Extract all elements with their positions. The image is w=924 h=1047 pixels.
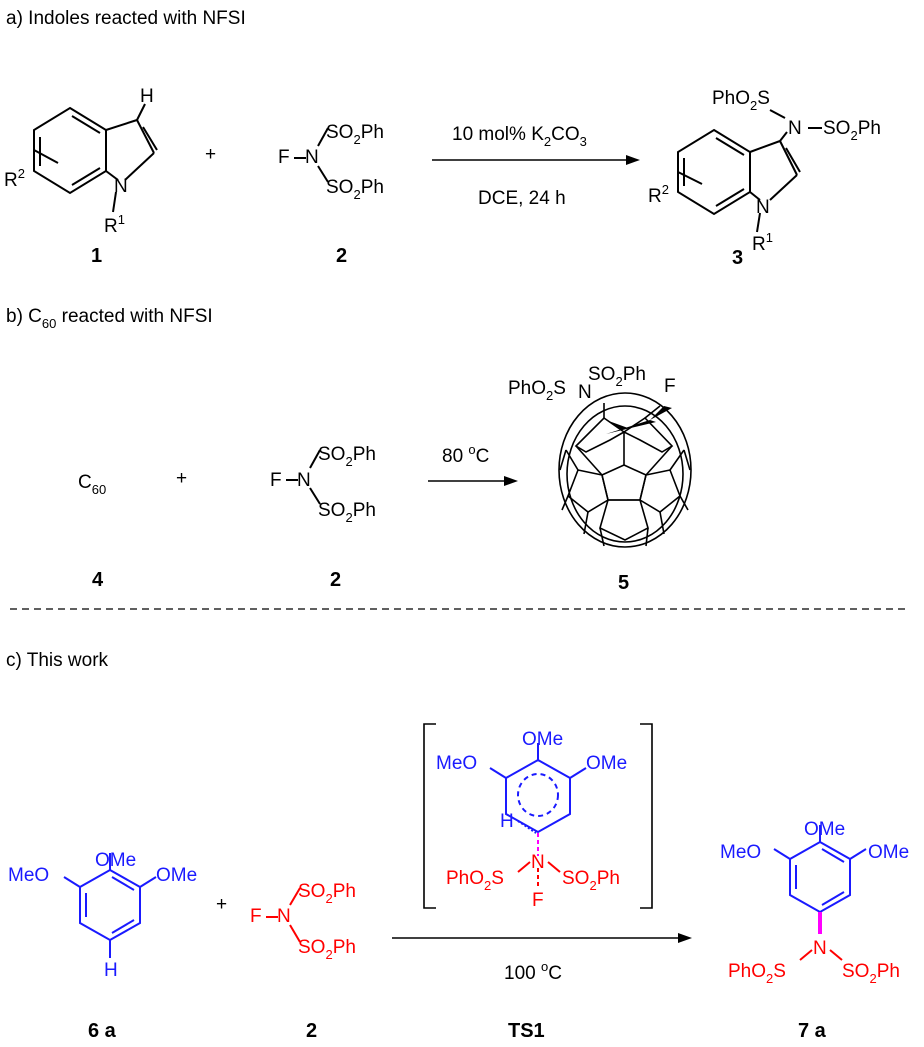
nfsi-2b-f: F	[270, 470, 282, 491]
indole-1-r2: R2	[4, 166, 25, 191]
compound-label-4: 4	[92, 569, 104, 591]
ts1-bonds	[517, 820, 561, 888]
substrate-6a-h: H	[104, 960, 118, 981]
product-7a-right: SO2Ph	[842, 961, 900, 986]
compound-label-6a: 6 a	[88, 1020, 117, 1042]
product-3-r1: R1	[752, 230, 773, 255]
product-5-n: N	[578, 382, 592, 403]
compound-label-2a: 2	[336, 245, 347, 267]
compound-label-2c: 2	[306, 1020, 317, 1042]
conditions-c: 100 oC	[504, 959, 562, 984]
section-c-header: c) This work	[6, 650, 109, 671]
indole-1-r1: R1	[104, 212, 125, 237]
product-7a-ome-top: OMe	[804, 819, 845, 840]
substrate-6a-ome-top: OMe	[95, 850, 136, 871]
compound-label-3: 3	[732, 247, 743, 269]
product-5-f: F	[664, 376, 676, 397]
ts-brackets	[423, 723, 653, 909]
section-b-header: b) C60 reacted with NFSI	[6, 306, 213, 331]
product-3-ring-n: N	[756, 197, 770, 218]
ts1-ome-right: OMe	[586, 753, 627, 774]
section-a-header: a) Indoles reacted with NFSI	[6, 8, 246, 29]
ts1-h: H	[500, 811, 514, 832]
nfsi-2a-bot: SO2Ph	[326, 177, 384, 202]
ts1-ome-left: MeO	[436, 753, 477, 774]
product-3-n: N	[788, 118, 802, 139]
indole-1-h: H	[140, 86, 154, 107]
nfsi-2c-top: SO2Ph	[298, 881, 356, 906]
substrate-6a-structure	[63, 853, 157, 958]
product-7a-sulfonyl-bonds	[799, 949, 843, 961]
plus-sign-b: +	[176, 468, 187, 489]
product-3-r2: R2	[648, 182, 669, 207]
indole-1-structure	[33, 103, 158, 213]
ts1-f: F	[532, 890, 544, 911]
nfsi-2a-structure	[294, 127, 329, 183]
product-3-right: SO2Ph	[823, 118, 881, 143]
compound-label-1: 1	[91, 245, 102, 267]
nfsi-2c-n: N	[277, 906, 291, 927]
nfsi-2c-f: F	[250, 906, 262, 927]
nfsi-2a-n: N	[305, 147, 319, 168]
nfsi-2b-top: SO2Ph	[318, 444, 376, 469]
product-7a-ome-right: OMe	[868, 842, 909, 863]
product-7a-n: N	[813, 938, 827, 959]
product-5-top: SO2Ph	[588, 364, 646, 389]
nfsi-2b-structure	[286, 449, 321, 505]
nfsi-2a-f: F	[278, 147, 290, 168]
conditions-b: 80 oC	[442, 442, 489, 467]
nfsi-2b-n: N	[297, 470, 311, 491]
nfsi-2a-top: SO2Ph	[326, 122, 384, 147]
compound-label-ts1: TS1	[508, 1020, 545, 1042]
ts1-n: N	[531, 852, 545, 873]
product-7a-ome-left: MeO	[720, 842, 761, 863]
ts1-ring	[489, 743, 587, 834]
indole-1-n: N	[114, 176, 128, 197]
nfsi-2c-bot: SO2Ph	[298, 937, 356, 962]
plus-sign-c: +	[216, 894, 227, 915]
product-3-structure	[677, 109, 822, 233]
ts1-ome-top: OMe	[522, 729, 563, 750]
conditions-a-top: 10 mol% K2CO3	[452, 124, 587, 149]
fullerene-5-structure	[558, 392, 692, 548]
product-3-top: PhO2S	[712, 88, 770, 113]
nfsi-2c-structure	[266, 887, 301, 943]
product-5-left: PhO2S	[508, 378, 566, 403]
product-7a-left: PhO2S	[728, 961, 786, 986]
plus-sign-a: +	[205, 144, 216, 165]
substrate-6a-ome-left: MeO	[8, 865, 49, 886]
c60-label: C60	[78, 472, 106, 497]
conditions-a-bottom: DCE, 24 h	[478, 188, 566, 209]
ts1-left: PhO2S	[446, 868, 504, 893]
substrate-6a-ome-right: OMe	[156, 865, 197, 886]
compound-label-7a: 7 a	[798, 1020, 827, 1042]
nfsi-2b-bot: SO2Ph	[318, 500, 376, 525]
compound-label-2b: 2	[330, 569, 341, 591]
compound-label-5: 5	[618, 572, 629, 594]
fullerene-5-substituent-bonds	[606, 406, 672, 434]
ts1-right: SO2Ph	[562, 868, 620, 893]
